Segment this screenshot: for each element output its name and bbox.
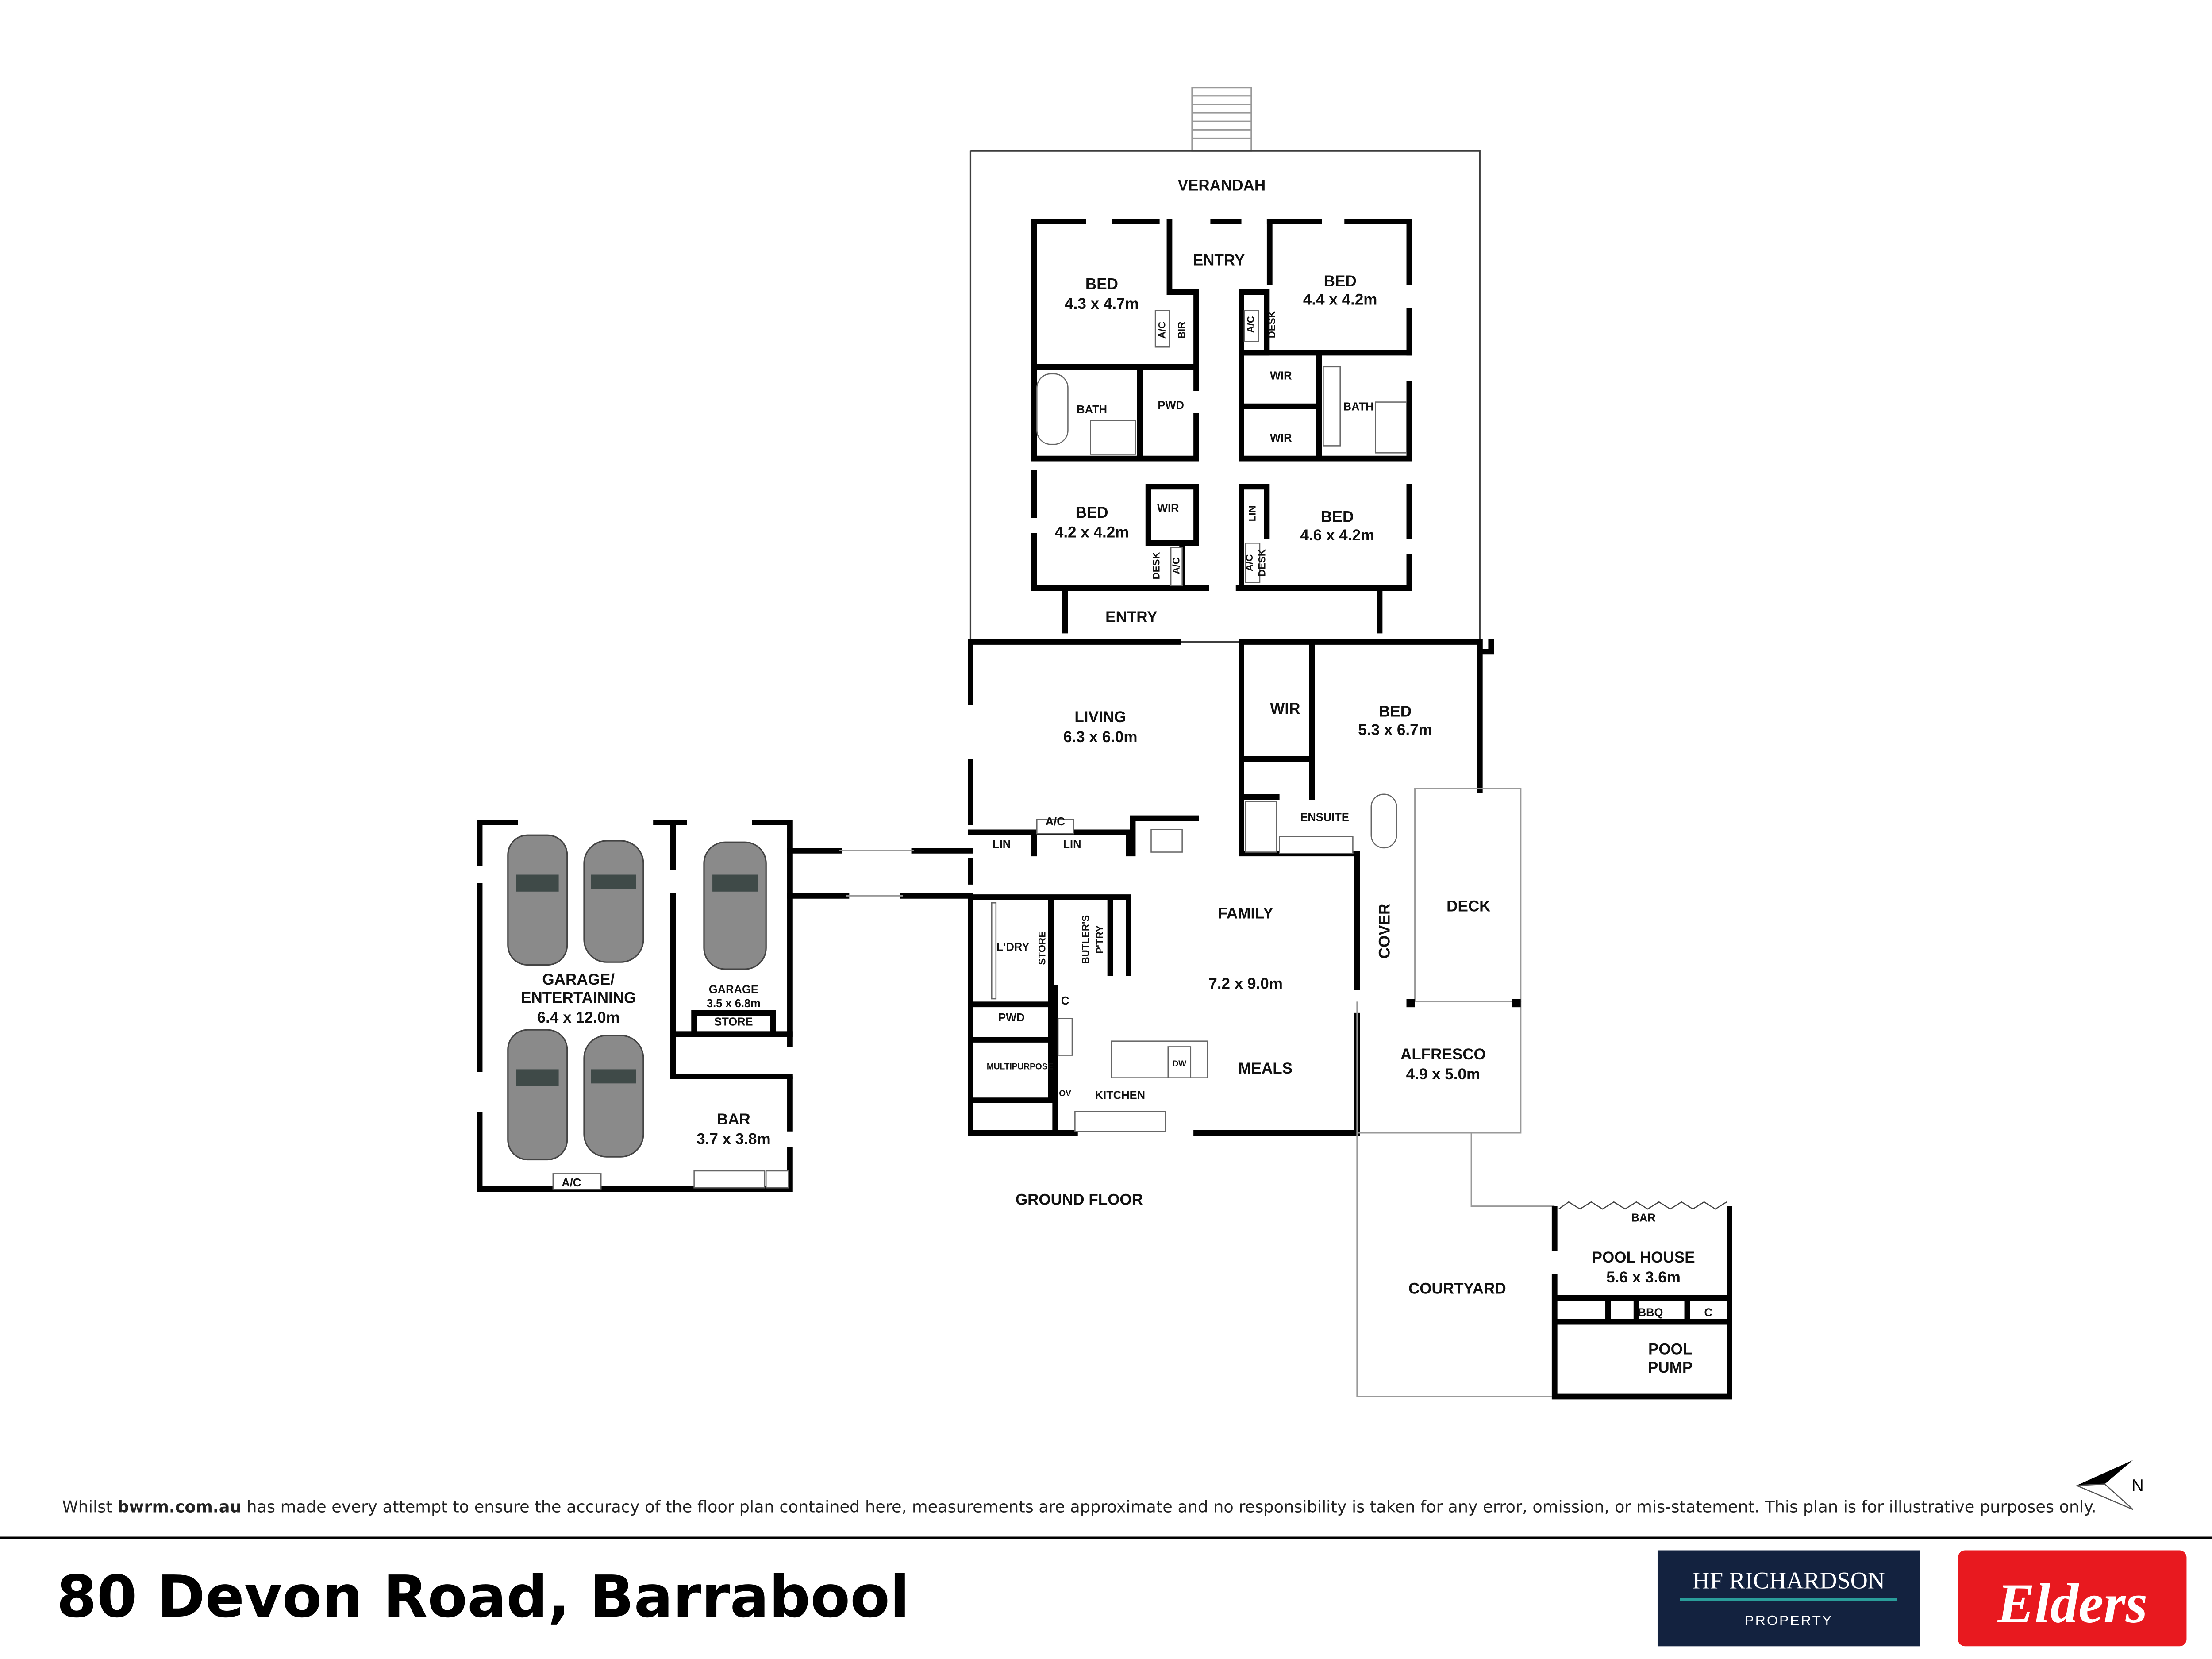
hf-logo-line2: PROPERTY <box>1744 1612 1833 1628</box>
room-pwd1: PWD <box>1158 399 1184 412</box>
bed1-ac: A/C <box>1156 322 1167 339</box>
bed4-desk: DESK <box>1257 549 1268 577</box>
room-pool-pump-2: PUMP <box>1648 1359 1693 1376</box>
rear-wall <box>968 639 1494 655</box>
car-icon <box>507 834 568 966</box>
pool-house-walls <box>1551 1201 1732 1400</box>
room-pool-cupboard: C <box>1704 1306 1712 1319</box>
room-wir-master: WIR <box>1270 700 1300 717</box>
room-entry-front: ENTRY <box>1193 251 1245 269</box>
room-family-name: FAMILY <box>1218 905 1273 922</box>
room-bed2-size: 4.4 x 4.2m <box>1303 291 1377 308</box>
room-master-name: BED <box>1379 703 1412 720</box>
room-living-size: 6.3 x 6.0m <box>1063 728 1138 746</box>
room-bath1: BATH <box>1077 404 1107 416</box>
ac-unit: A/C <box>1046 816 1065 828</box>
disclaimer-site: bwrm.com.au <box>117 1497 241 1516</box>
bed3-ac: A/C <box>1170 557 1181 574</box>
room-deck: DECK <box>1446 897 1490 915</box>
property-address: 80 Devon Road, Barrabool <box>57 1563 910 1630</box>
disclaimer-prefix: Whilst <box>62 1497 117 1516</box>
room-alfresco-size: 4.9 x 5.0m <box>1406 1066 1481 1083</box>
room-butlers-1: BUTLER'S <box>1080 915 1091 964</box>
room-bbq: BBQ <box>1638 1306 1663 1319</box>
room-bed3-size: 4.2 x 4.2m <box>1055 524 1129 541</box>
room-courtyard: COURTYARD <box>1408 1280 1506 1297</box>
north-label: N <box>2131 1476 2144 1495</box>
room-verandah: VERANDAH <box>1178 177 1266 194</box>
hf-richardson-logo: HF RICHARDSON PROPERTY <box>1657 1550 1920 1647</box>
room-bed1-name: BED <box>1085 276 1118 293</box>
room-bed3-name: BED <box>1076 504 1108 521</box>
room-living-name: LIVING <box>1074 708 1126 726</box>
bedroom-wing-walls <box>1031 219 1412 591</box>
oven: OV <box>1059 1089 1071 1098</box>
room-meals: MEALS <box>1238 1060 1293 1077</box>
garage-walls <box>477 820 793 1192</box>
room-garage-size: 3.5 x 6.8m <box>707 997 761 1010</box>
disclaimer: Whilst bwrm.com.au has made every attemp… <box>62 1497 2096 1516</box>
room-cover: COVER <box>1376 904 1393 959</box>
room-pool-house-size: 5.6 x 3.6m <box>1606 1269 1681 1286</box>
room-bar-size: 3.7 x 3.8m <box>696 1130 771 1147</box>
elders-logo-text: Elders <box>1997 1572 2147 1635</box>
room-bed4-name: BED <box>1321 508 1354 526</box>
room-bath2: BATH <box>1343 401 1374 413</box>
room-butlers-2: P'TRY <box>1094 925 1105 954</box>
room-lin2: LIN <box>1063 838 1081 851</box>
room-lin3: LIN <box>1246 505 1258 521</box>
disclaimer-text: has made every attempt to ensure the acc… <box>242 1497 2097 1516</box>
room-wir3: WIR <box>1157 502 1179 515</box>
room-bar-name: BAR <box>717 1111 750 1128</box>
hf-logo-line1: HF RICHARDSON <box>1693 1567 1885 1594</box>
bed3-desk: DESK <box>1151 552 1162 579</box>
car-icon <box>507 1029 568 1161</box>
room-ensuite: ENSUITE <box>1300 811 1349 824</box>
car-icon <box>583 1035 644 1158</box>
room-wir1: WIR <box>1270 370 1292 382</box>
car-icon <box>703 841 767 970</box>
room-garage-store: STORE <box>714 1016 753 1028</box>
room-cupboard: C <box>1061 995 1069 1007</box>
room-pool-bar: BAR <box>1631 1212 1655 1224</box>
level-label: GROUND FLOOR <box>1016 1191 1143 1208</box>
room-bed4-size: 4.6 x 4.2m <box>1300 527 1375 544</box>
room-laundry: L'DRY <box>996 941 1030 954</box>
room-pool-pump-1: POOL <box>1648 1340 1692 1358</box>
breezeway-walls <box>787 847 973 899</box>
room-garage-ent-size: 6.4 x 12.0m <box>537 1009 620 1026</box>
bed2-desk: DESK <box>1266 311 1277 338</box>
room-alfresco-name: ALFRESCO <box>1400 1046 1486 1063</box>
main-house-walls <box>968 639 1483 1136</box>
room-master-size: 5.3 x 6.7m <box>1358 721 1432 739</box>
room-pool-house-name: POOL HOUSE <box>1592 1249 1695 1266</box>
room-garage-name: GARAGE <box>709 983 758 996</box>
outdoor-areas <box>1356 788 1555 1397</box>
room-garage-ent-2: ENTERTAINING <box>521 989 636 1007</box>
dishwasher: DW <box>1172 1059 1187 1069</box>
room-bed1-size: 4.3 x 4.7m <box>1065 295 1139 312</box>
stairs <box>1191 87 1252 152</box>
room-kitchen: KITCHEN <box>1095 1089 1145 1101</box>
room-bir: BIR <box>1176 322 1187 339</box>
room-garage-ent-1: GARAGE/ <box>542 971 615 988</box>
room-bed2-name: BED <box>1324 273 1357 290</box>
room-multipurpose: MULTIPURPOSE <box>987 1062 1053 1071</box>
room-entry-rear: ENTRY <box>1105 608 1157 626</box>
room-store: STORE <box>1036 931 1047 965</box>
room-lin1: LIN <box>993 838 1011 851</box>
room-wir2: WIR <box>1270 432 1292 444</box>
room-family-size: 7.2 x 9.0m <box>1208 975 1283 993</box>
room-pwd2: PWD <box>998 1012 1025 1024</box>
car-icon <box>583 840 644 963</box>
elders-logo: Elders <box>1958 1550 2187 1647</box>
bed4-ac: A/C <box>1244 554 1255 571</box>
bed2-ac: A/C <box>1245 316 1256 333</box>
garage-ac: A/C <box>562 1177 581 1189</box>
